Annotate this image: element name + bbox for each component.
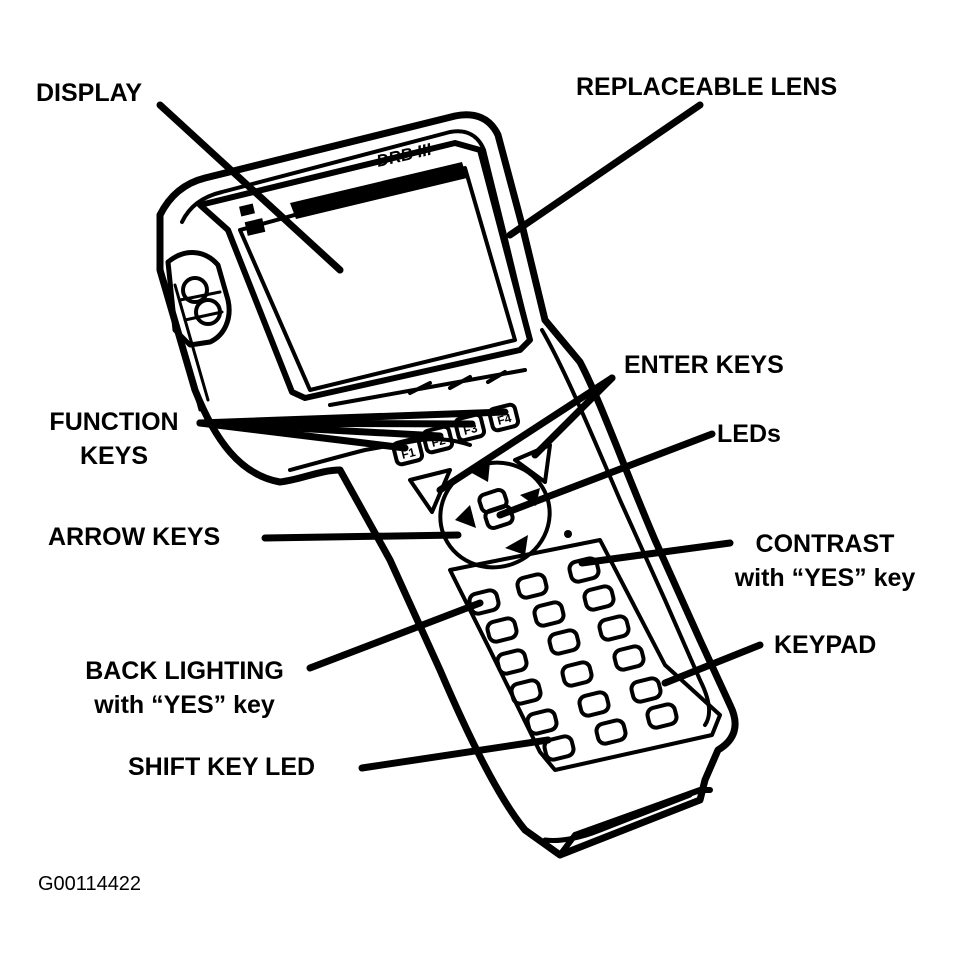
label-back-lighting-line1: BACK LIGHTING bbox=[85, 657, 284, 685]
label-contrast-line1: CONTRAST bbox=[755, 530, 895, 558]
label-function-keys: FUNCTION KEYS bbox=[34, 405, 204, 473]
function-key-f4 bbox=[487, 402, 521, 433]
label-shift-key-led: SHIFT KEY LED bbox=[128, 753, 316, 781]
label-leds: LEDs bbox=[717, 420, 781, 448]
function-key-f2 bbox=[421, 424, 455, 455]
display-screen: DRB III bbox=[197, 140, 533, 401]
figure-id: G00114422 bbox=[38, 873, 142, 895]
leader-back-lighting bbox=[306, 599, 484, 672]
leader-leds bbox=[496, 430, 716, 519]
leader-function-keys-4 bbox=[196, 408, 509, 427]
label-keypad: KEYPAD bbox=[774, 631, 877, 659]
keypad-keys bbox=[467, 556, 679, 762]
keypad bbox=[448, 538, 722, 772]
function-key-f1 bbox=[391, 436, 425, 467]
device-body bbox=[156, 111, 739, 859]
label-arrow-keys: ARROW KEYS bbox=[48, 523, 221, 551]
label-replaceable-lens: REPLACEABLE LENS bbox=[576, 73, 838, 101]
label-enter-keys: ENTER KEYS bbox=[624, 351, 784, 379]
leader-enter-keys-1 bbox=[436, 374, 616, 494]
label-back-lighting: BACK LIGHTING with “YES” key bbox=[62, 654, 312, 722]
label-display: DISPLAY bbox=[36, 79, 143, 107]
leader-shift-key-led bbox=[358, 736, 552, 772]
leader-replaceable-lens bbox=[506, 101, 704, 239]
leader-lines bbox=[156, 101, 764, 772]
label-back-lighting-line2: with “YES” key bbox=[94, 691, 275, 719]
leader-arrow-keys bbox=[261, 531, 462, 542]
leader-contrast bbox=[578, 539, 734, 567]
leader-keypad bbox=[661, 641, 764, 687]
label-contrast-line2: with “YES” key bbox=[734, 564, 916, 592]
label-contrast: CONTRAST with “YES” key bbox=[715, 527, 945, 595]
leader-enter-keys-2 bbox=[531, 374, 616, 459]
label-function-keys-line1: FUNCTION bbox=[49, 408, 179, 436]
leader-display bbox=[156, 101, 344, 274]
label-function-keys-line2: KEYS bbox=[79, 442, 149, 470]
